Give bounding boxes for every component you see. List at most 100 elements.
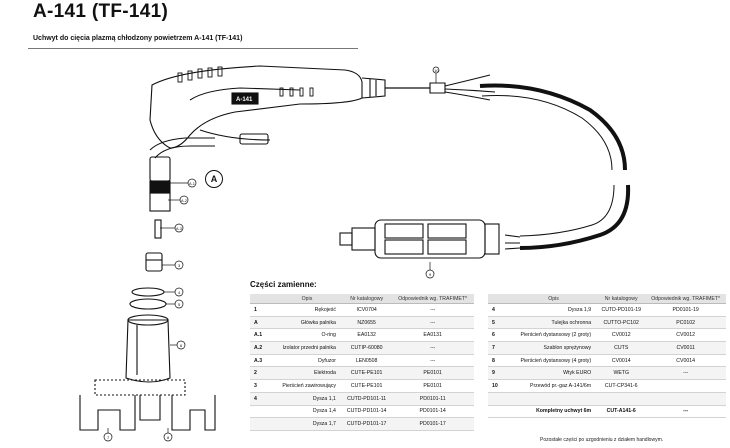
- part-name: Dysza 1,7: [272, 417, 342, 431]
- part-name: Pierścień dystansowy (4 groty): [510, 354, 598, 368]
- part-name: Dysza 1,9: [510, 303, 598, 317]
- part-name: Dysza 1,1: [272, 392, 342, 406]
- parts-section-title: Części zamienne:: [250, 280, 317, 289]
- part-number: 2: [250, 366, 272, 381]
- trafimet-equivalent: PD0101-14: [391, 405, 474, 419]
- catalog-number: CUT-A141-6: [597, 405, 646, 419]
- trafimet-equivalent: ---: [645, 366, 726, 381]
- part-name: Rękojeść: [272, 303, 342, 317]
- part-number: A.2: [250, 341, 272, 355]
- part-name: Pierścień zawirowujący: [272, 379, 342, 393]
- trafimet-equivalent: CV0014: [645, 354, 726, 368]
- catalog-number: CUTD-PD101-14: [341, 405, 392, 419]
- trafimet-equivalent: ---: [391, 303, 474, 317]
- catalog-number: NZ0655: [341, 316, 392, 330]
- catalog-number: [597, 392, 646, 406]
- callout-a3: A.3: [176, 226, 183, 231]
- part-name: Pierścień dystansowy (2 groty): [510, 328, 598, 343]
- catalog-number: CV0012: [597, 328, 646, 343]
- catalog-number: CUTD-PD101-11: [341, 392, 392, 406]
- catalog-number: CUTE-PE101: [341, 366, 392, 381]
- part-number: [250, 405, 272, 419]
- part-number: 7: [488, 341, 510, 355]
- callout-8: 8: [167, 435, 170, 440]
- trafimet-equivalent: [645, 379, 726, 393]
- catalog-number: CUTS: [597, 341, 646, 355]
- trafimet-equivalent: PE0101: [391, 366, 474, 381]
- part-number: 5: [488, 316, 510, 330]
- page-title: A-141 (TF-141): [33, 1, 169, 22]
- trafimet-equivalent: ---: [391, 316, 474, 330]
- catalog-number: EA0132: [341, 328, 392, 343]
- catalog-number: CUTD-PD101-17: [341, 417, 392, 431]
- callout-10: 10: [434, 68, 439, 73]
- catalog-number: CUT-CP341-6: [597, 379, 646, 393]
- parts-table-right: Opis Nr katalogowy Odpowiednik wg. TRAFI…: [488, 294, 726, 419]
- callout-a2: A.2: [181, 198, 188, 203]
- trafimet-equivalent: ---: [391, 354, 474, 368]
- col-trafimet-equivalent: Odpowiednik wg. TRAFIMET*: [645, 294, 726, 304]
- col-catalog-number: Nr katalogowy: [341, 294, 392, 304]
- part-name: Główka palnika: [272, 316, 342, 330]
- callout-4: 4: [178, 290, 181, 295]
- part-name: Wtyk EURO: [510, 366, 598, 381]
- part-name: O-ring: [272, 328, 342, 343]
- part-number: 8: [488, 354, 510, 368]
- part-name: [510, 392, 598, 406]
- parts-table-left: Opis Nr katalogowy Odpowiednik wg. TRAFI…: [250, 294, 474, 431]
- trafimet-equivalent: EA0131: [391, 328, 474, 343]
- trafimet-equivalent: ---: [391, 341, 474, 355]
- table-row: [488, 392, 726, 406]
- callout-5: 5: [178, 302, 181, 307]
- trafimet-equivalent: PD0101-19: [645, 303, 726, 317]
- handle-label: A-141: [236, 97, 253, 103]
- callout-7: 7: [107, 435, 110, 440]
- callout-6: 6: [180, 343, 183, 348]
- part-number: 6: [488, 328, 510, 343]
- catalog-number: CV0014: [597, 354, 646, 368]
- trafimet-equivalent: PD0101-11: [391, 392, 474, 406]
- trafimet-equivalent: CV0012: [645, 328, 726, 343]
- part-name: Izolator przedni palnika: [272, 341, 342, 355]
- part-number: 4: [250, 392, 272, 406]
- part-name: Szablon sprężynowy: [510, 341, 598, 355]
- catalog-number: CUTTO-PC102: [597, 316, 646, 330]
- catalog-number: CUTE-PE101: [341, 379, 392, 393]
- catalog-number: CUTD-PD101-19: [597, 303, 646, 317]
- footnote: Pozostałe części po uzgodnieniu z działe…: [540, 437, 664, 443]
- part-number: [250, 417, 272, 431]
- head-assembly-marker: A: [205, 170, 223, 188]
- col-trafimet-equivalent: Odpowiednik wg. TRAFIMET*: [391, 294, 474, 304]
- part-name: Tulejka ochronna: [510, 316, 598, 330]
- part-name: Elektroda: [272, 366, 342, 381]
- part-name: Kompletny uchwyt 6m: [510, 405, 598, 419]
- trafimet-equivalent: PD0101-17: [391, 417, 474, 431]
- col-catalog-number: Nr katalogowy: [597, 294, 646, 304]
- catalog-number: LEN0508: [341, 354, 392, 368]
- callout-9: 9: [429, 272, 432, 277]
- part-number: A.1: [250, 328, 272, 343]
- subtitle-underline: [28, 34, 358, 49]
- part-name: Dysza 1,4: [272, 405, 342, 419]
- trafimet-equivalent: PC0102: [645, 316, 726, 330]
- catalog-number: WETG: [597, 366, 646, 381]
- col-description: Opis: [510, 294, 598, 304]
- part-number: A: [250, 316, 272, 330]
- trafimet-equivalent: ---: [645, 405, 726, 419]
- part-name: Przewód pr.-gaz A-141/6m: [510, 379, 598, 393]
- part-number: 9: [488, 366, 510, 381]
